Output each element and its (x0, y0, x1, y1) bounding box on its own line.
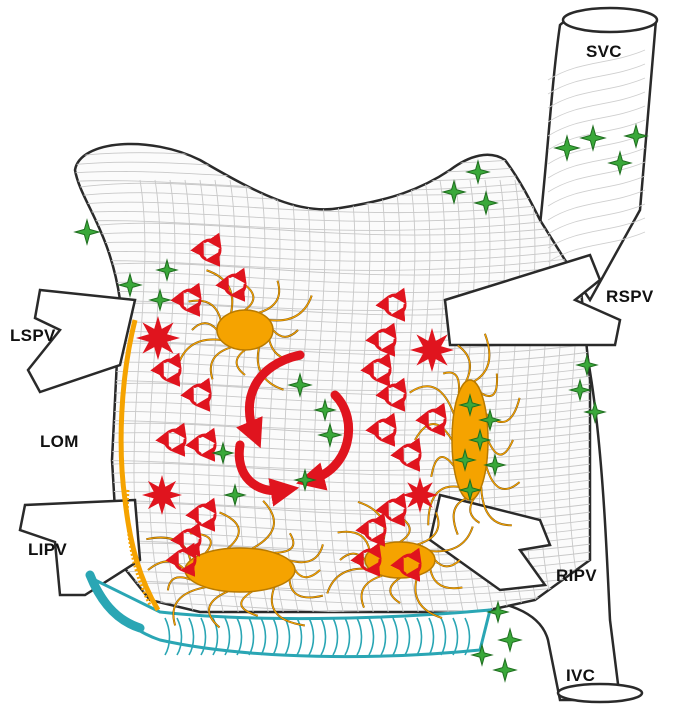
focal-burst (410, 328, 454, 372)
focal-burst (402, 477, 438, 513)
focal-burst (142, 475, 182, 515)
label-rspv: RSPV (606, 287, 654, 307)
focal-burst (136, 316, 180, 360)
label-ivc: IVC (566, 666, 595, 686)
green-star (75, 220, 99, 244)
label-lipv: LIPV (28, 540, 67, 560)
label-ripv: RIPV (556, 566, 597, 586)
green-star (494, 659, 516, 681)
label-lspv: LSPV (10, 326, 56, 346)
label-lom: LOM (40, 432, 79, 452)
green-star (499, 629, 521, 651)
label-svc: SVC (586, 42, 622, 62)
